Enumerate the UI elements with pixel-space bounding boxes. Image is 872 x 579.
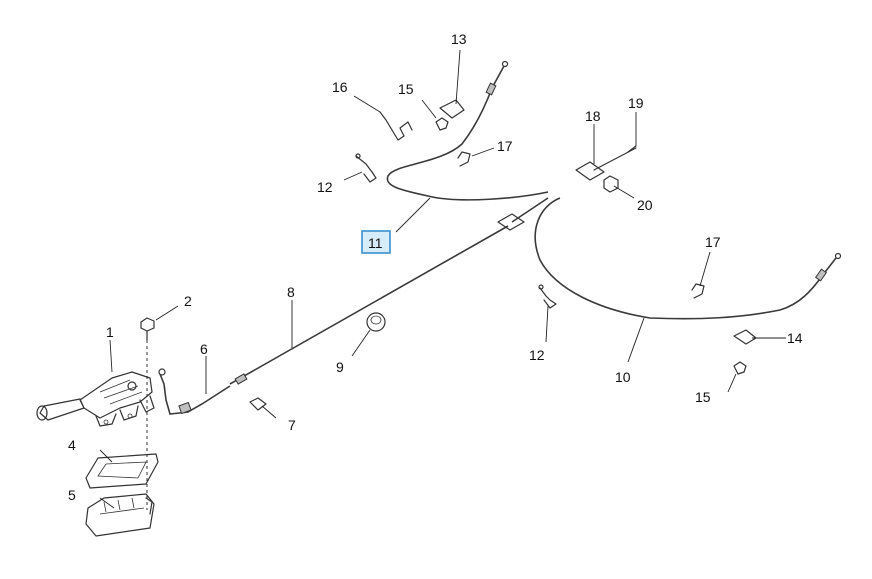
cable-equalizer[interactable]: [497, 197, 549, 231]
callout-8[interactable]: 8: [287, 284, 295, 300]
callout-16[interactable]: 16: [332, 79, 348, 95]
part-8-front-cable[interactable]: [229, 225, 509, 385]
part-4-lever-boot[interactable]: [85, 453, 159, 489]
callouts: 1 2 4 5 6 7 8 9 10 11 12 12 13 14 15 15 …: [68, 31, 803, 503]
part-17-clip-upper[interactable]: [457, 151, 471, 167]
part-5-console-bracket[interactable]: [85, 493, 155, 537]
callout-13[interactable]: 13: [451, 31, 467, 47]
callout-11[interactable]: 11: [368, 235, 383, 251]
callout-17-upper[interactable]: 17: [497, 138, 513, 154]
part-20-nut[interactable]: [603, 175, 619, 193]
callout-12-upper[interactable]: 12: [317, 179, 333, 195]
callout-14[interactable]: 14: [787, 330, 803, 346]
part-19-adjusting-rod[interactable]: [593, 145, 637, 171]
part-6-front-cable-end[interactable]: [158, 368, 231, 415]
part-7-cable-clip[interactable]: [249, 397, 267, 411]
part-16-spring[interactable]: [379, 111, 413, 141]
callout-11-highlight-box: [361, 230, 391, 254]
part-2-bolt[interactable]: [140, 317, 155, 341]
callout-6[interactable]: 6: [200, 341, 208, 357]
callout-17-lower[interactable]: 17: [705, 234, 721, 250]
callout-1[interactable]: 1: [106, 324, 114, 340]
callout-10[interactable]: 10: [615, 369, 631, 385]
part-1-hand-brake-lever[interactable]: [36, 371, 155, 427]
part-18-adjuster[interactable]: [575, 161, 605, 181]
part-12-clip-lower[interactable]: [538, 284, 557, 309]
part-13-cable-bracket[interactable]: [439, 99, 465, 119]
callout-5[interactable]: 5: [68, 487, 76, 503]
part-17-clip-lower[interactable]: [691, 283, 705, 299]
part-12-clip-upper[interactable]: [355, 153, 377, 183]
callout-4[interactable]: 4: [68, 437, 76, 453]
part-15-bolt-lower[interactable]: [733, 361, 747, 375]
leader-lines: [99, 49, 786, 509]
part-9-grommet[interactable]: [366, 312, 386, 332]
callout-20[interactable]: 20: [637, 197, 653, 213]
callout-9[interactable]: 9: [336, 359, 344, 375]
callout-12-lower[interactable]: 12: [529, 347, 545, 363]
callout-18[interactable]: 18: [585, 108, 601, 124]
part-15-bolt-upper[interactable]: [435, 117, 449, 131]
part-14-bracket[interactable]: [733, 329, 757, 345]
callout-19[interactable]: 19: [628, 95, 644, 111]
part-11-left-rear-cable[interactable]: [386, 60, 549, 201]
callout-11-highlight[interactable]: 11: [361, 230, 391, 254]
callout-7[interactable]: 7: [288, 417, 296, 433]
callout-15-lower[interactable]: 15: [695, 389, 711, 405]
part-10-right-rear-cable[interactable]: [534, 197, 842, 320]
callout-15-upper[interactable]: 15: [398, 81, 414, 97]
callout-2[interactable]: 2: [184, 293, 192, 309]
